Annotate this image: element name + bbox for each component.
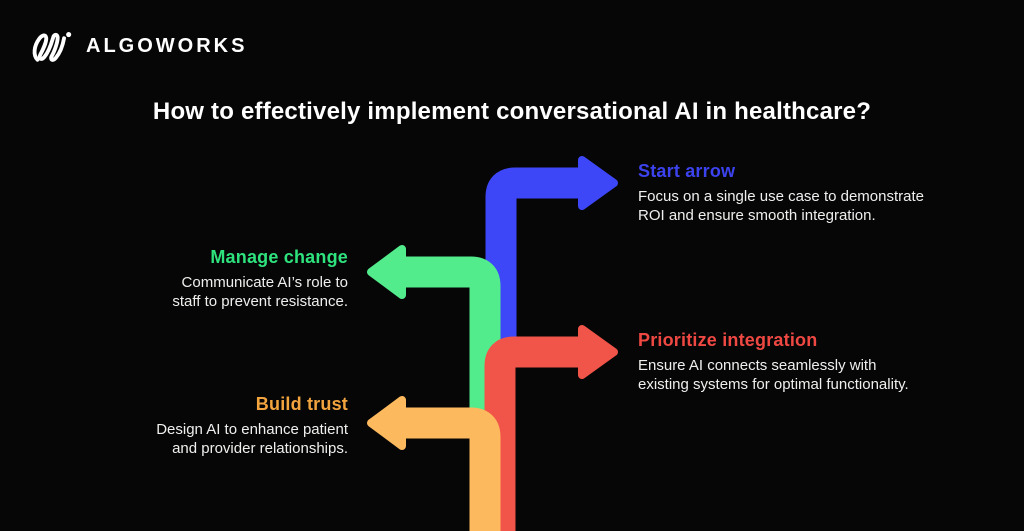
item-manage-change: Manage change Communicate AI’s role to s…: [172, 247, 348, 311]
build-trust-arrow-shape: [367, 396, 501, 531]
manage-change-arrow-shape: [367, 245, 501, 460]
item-heading: Start arrow: [638, 161, 736, 181]
item-build-trust: Build trust Design AI to enhance patient…: [156, 394, 348, 458]
arrowhead-right-icon: [578, 156, 618, 210]
item-heading: Prioritize integration: [638, 330, 818, 350]
item-start-arrow: Start arrow Focus on a single use case t…: [638, 161, 924, 225]
item-heading: Build trust: [255, 394, 348, 414]
item-body: Ensure AI connects seamlessly with exist…: [638, 357, 909, 393]
start-arrow-shape: [485, 156, 618, 362]
arrowhead-left-icon: [367, 396, 406, 450]
item-prioritize-integration: Prioritize integration Ensure AI connect…: [638, 330, 909, 394]
item-heading: Manage change: [210, 247, 348, 267]
item-body: Focus on a single use case to demonstrat…: [638, 188, 924, 224]
brand-logo: ALGOWORKS: [32, 26, 247, 66]
item-body: Design AI to enhance patient and provide…: [156, 421, 348, 457]
item-body: Communicate AI’s role to staff to preven…: [172, 274, 348, 310]
arrowhead-right-icon: [578, 325, 618, 379]
prioritize-integration-arrow-shape: [484, 325, 618, 531]
page-title: How to effectively implement conversatio…: [152, 98, 872, 125]
algoworks-logo-icon: [32, 31, 72, 62]
arrowhead-left-icon: [367, 245, 406, 299]
brand-name: ALGOWORKS: [86, 34, 248, 57]
